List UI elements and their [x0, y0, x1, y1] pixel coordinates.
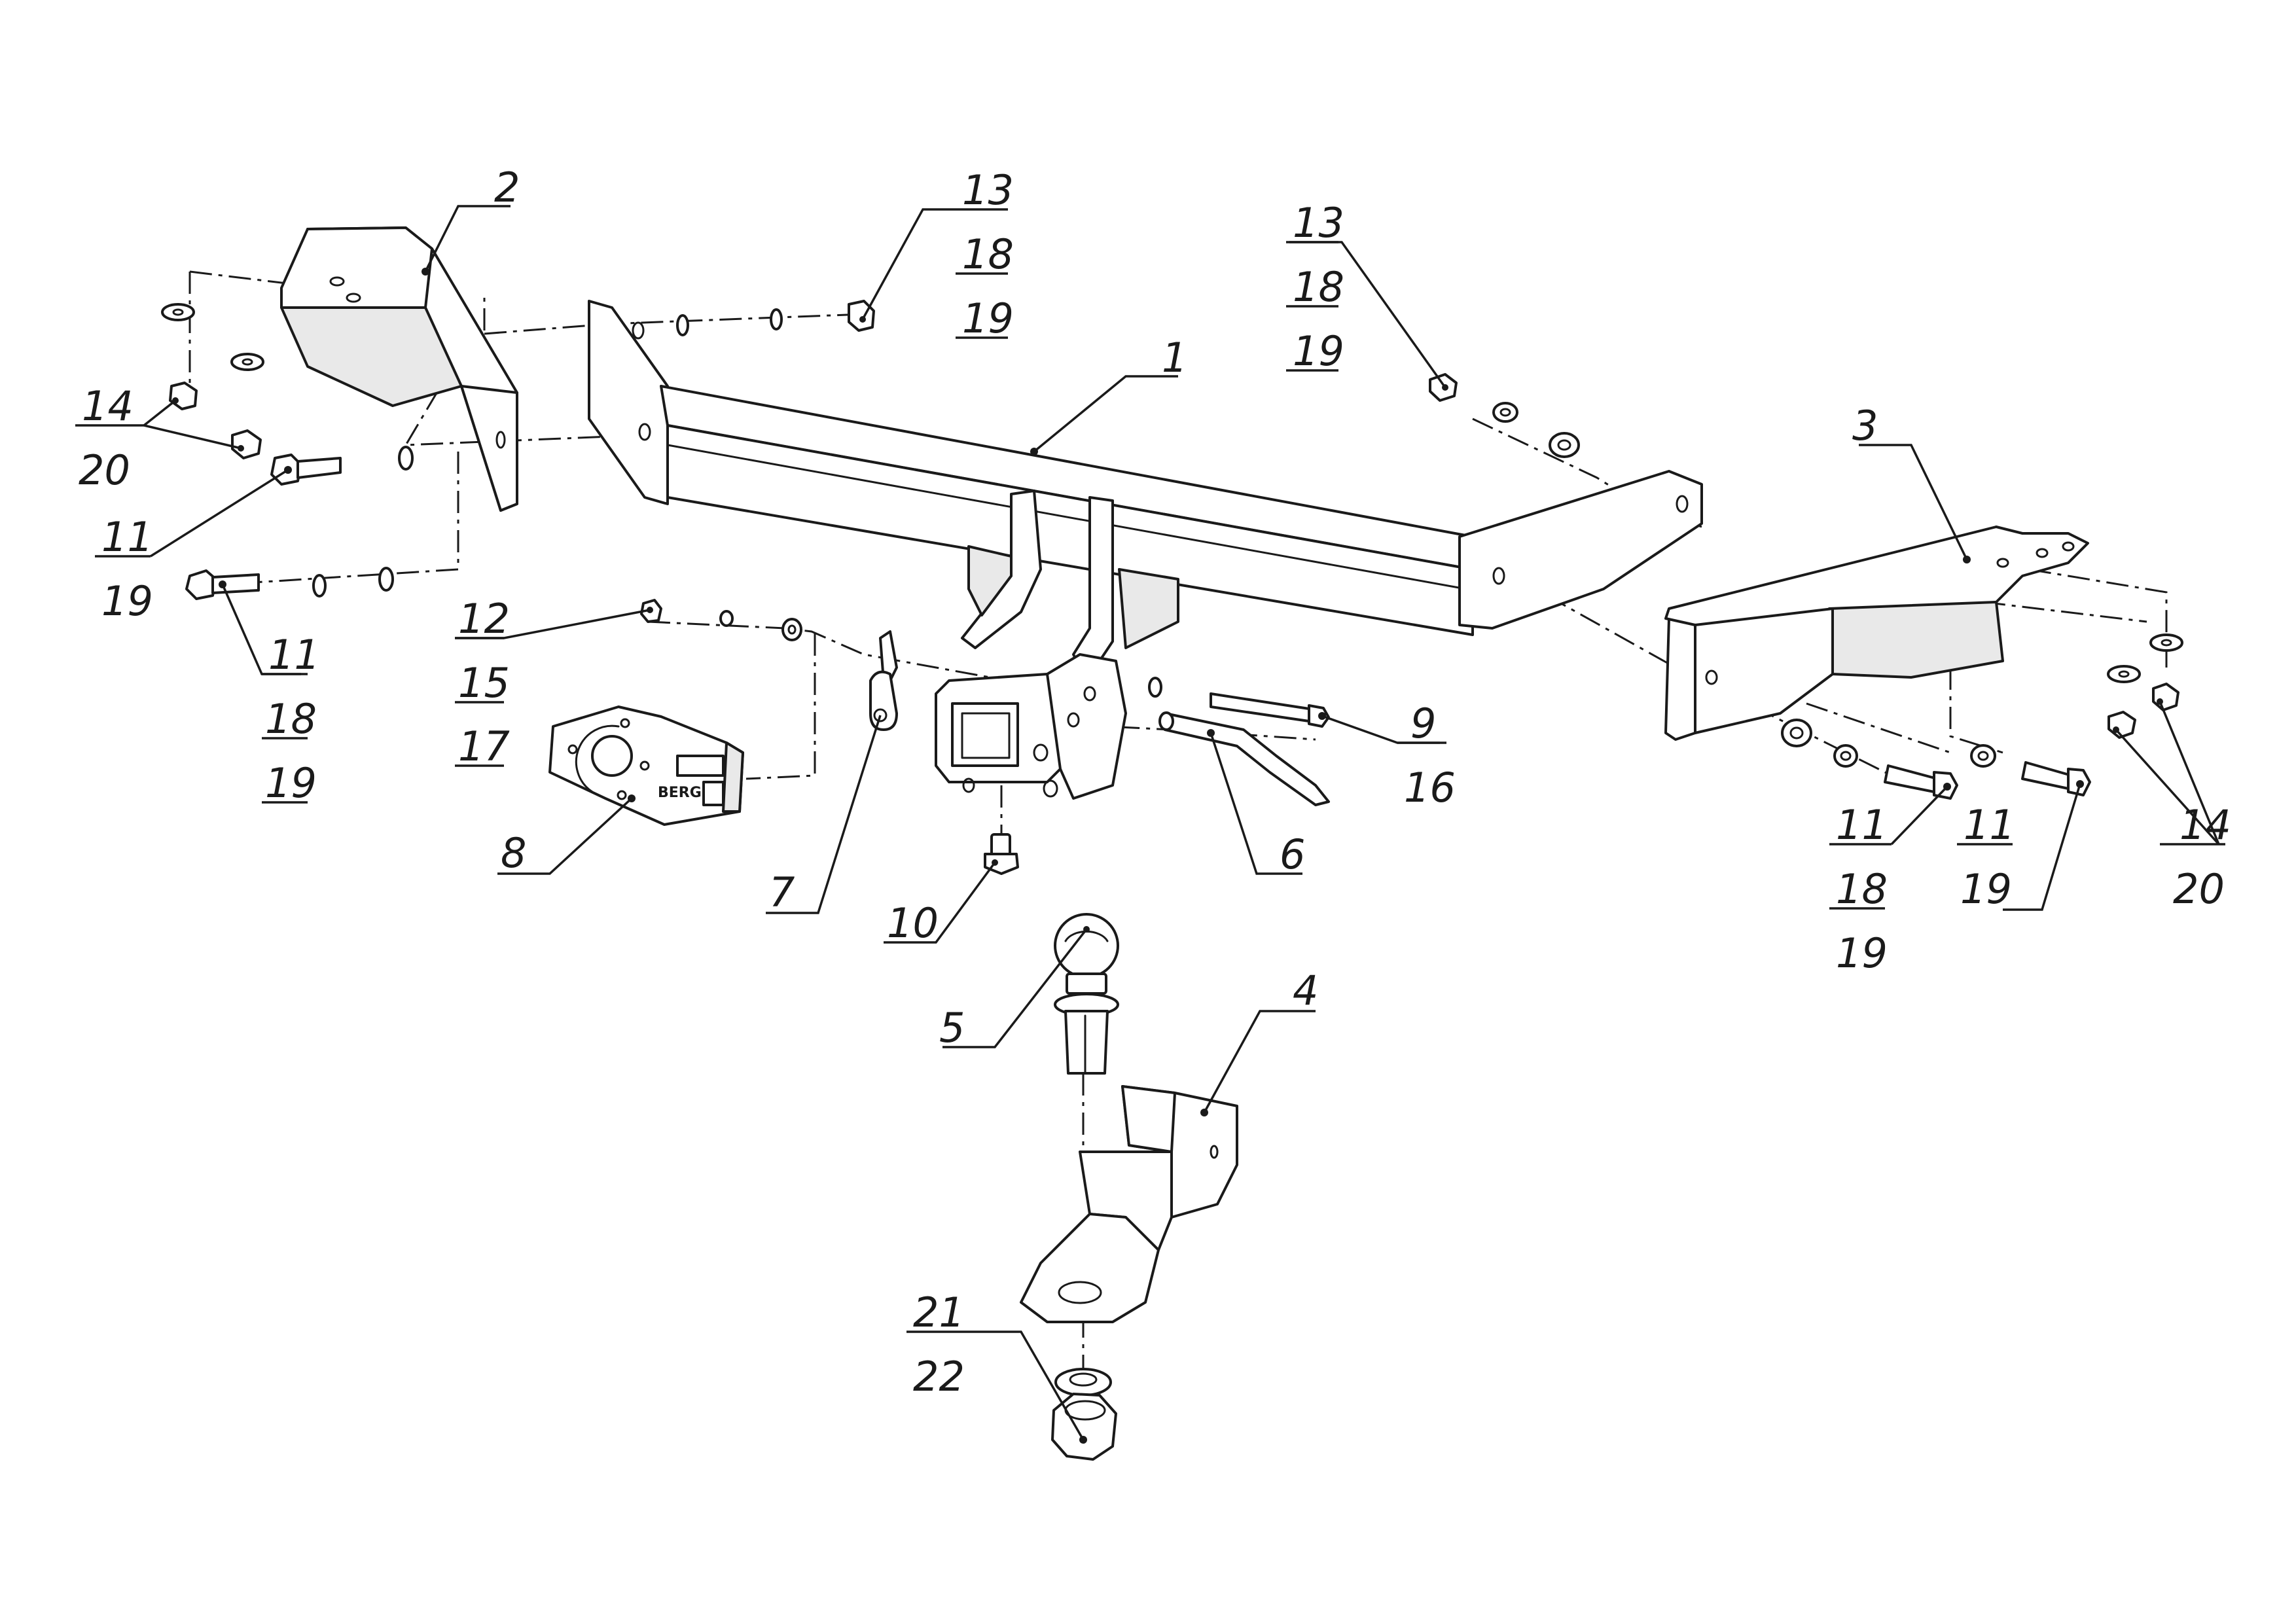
callout-part-6: 6 [1280, 830, 1305, 878]
safety-bracket-part-7 [869, 630, 898, 731]
callout-part-7: 7 [769, 868, 795, 916]
callout-8-line-1: 8 [501, 829, 526, 877]
callout-part-8: 8 [501, 829, 526, 877]
callout-part-11-18-19-right: 11 18 19 [1829, 801, 1892, 977]
callout-11d-line-1: 11 [1964, 801, 2015, 849]
callout-11a-line-1: 11 [101, 513, 153, 561]
callout-part-13-18-19-right: 13 18 19 [1286, 199, 1344, 375]
set-screw-part-10 [984, 833, 1019, 875]
callout-7-line-1: 7 [769, 868, 795, 916]
callout-part-14-20-left: 14 20 [75, 382, 144, 494]
callout-part-4: 4 [1293, 967, 1318, 1014]
callout-10-line-1: 10 [887, 899, 939, 947]
callout-11c-line-3: 19 [1836, 929, 1888, 977]
callout-11b-line-3: 19 [265, 759, 317, 807]
callout-part-14-20-right: 14 20 [2160, 801, 2231, 913]
callout-11a-line-2: 19 [101, 577, 153, 625]
callout-11b-line-1: 11 [268, 631, 320, 679]
callout-labels: 2 1 3 4 5 6 7 8 9 16 10 12 [75, 164, 2231, 1400]
callout-part-12-15-17: 12 15 17 [455, 595, 510, 770]
callout-14a-line-2: 20 [79, 446, 130, 494]
callout-part-3: 3 [1852, 402, 1878, 450]
callout-3-line-1: 3 [1852, 402, 1878, 450]
callout-2-line-1: 2 [494, 164, 520, 211]
callout-4-line-1: 4 [1293, 967, 1318, 1014]
socket-brand-text: BERG [658, 785, 702, 801]
callout-part-5: 5 [939, 1004, 965, 1052]
callout-14b-line-1: 14 [2179, 801, 2231, 849]
callout-part-10: 10 [887, 899, 939, 947]
callout-part-9-16: 9 16 [1397, 700, 1456, 812]
callout-11b-line-2: 18 [265, 695, 317, 743]
callout-leaders [143, 205, 2220, 1440]
callout-13b-line-1: 13 [1293, 199, 1344, 247]
ball-mount-part-4 [1020, 1085, 1238, 1323]
callout-11c-line-1: 11 [1836, 801, 1888, 849]
callout-1-line-1: 1 [1162, 334, 1187, 382]
callout-part-11-18-19-lower-left: 11 18 19 [262, 631, 320, 807]
crossbar-part-1 [588, 300, 1703, 800]
callout-13b-line-3: 19 [1293, 327, 1344, 375]
callout-9-line-1: 9 [1410, 700, 1436, 747]
callout-12-line-2: 15 [458, 659, 510, 707]
callout-14a-line-1: 14 [82, 382, 134, 430]
callout-part-11-19-right: 11 19 [1957, 801, 2015, 913]
callout-13a-line-1: 13 [962, 166, 1014, 214]
callout-part-11-19-upper-left: 11 19 [95, 513, 153, 625]
callout-part-2: 2 [494, 164, 520, 211]
callout-13a-line-3: 19 [962, 294, 1014, 342]
callout-21-line-2: 22 [913, 1353, 965, 1400]
callout-21-line-1: 21 [913, 1289, 965, 1336]
callout-part-13-18-19-left: 13 18 19 [956, 166, 1014, 342]
callout-14b-line-2: 20 [2173, 865, 2225, 913]
callout-12-line-1: 12 [458, 595, 510, 643]
callout-6-line-1: 6 [1280, 830, 1305, 878]
callout-13b-line-2: 18 [1293, 263, 1344, 311]
callout-11d-line-2: 19 [1960, 865, 2012, 913]
tow-ball-part-5 [1054, 913, 1119, 1075]
callout-9-line-2: 16 [1404, 764, 1456, 812]
long-bolt-part-9 [1210, 692, 1330, 728]
callout-part-1: 1 [1162, 334, 1187, 382]
fasteners [161, 300, 2183, 1461]
right-bracket-part-3 [1664, 526, 2089, 741]
callout-5-line-1: 5 [939, 1004, 965, 1052]
socket-part-8: BERG [548, 705, 744, 826]
callout-part-21-22: 21 22 [906, 1289, 982, 1400]
callout-13a-line-2: 18 [962, 230, 1014, 278]
callout-11c-line-2: 18 [1836, 865, 1888, 913]
callout-12-line-3: 17 [458, 722, 510, 770]
left-bracket-part-2 [280, 226, 518, 512]
hitch-pin-part-6 [1158, 711, 1330, 806]
